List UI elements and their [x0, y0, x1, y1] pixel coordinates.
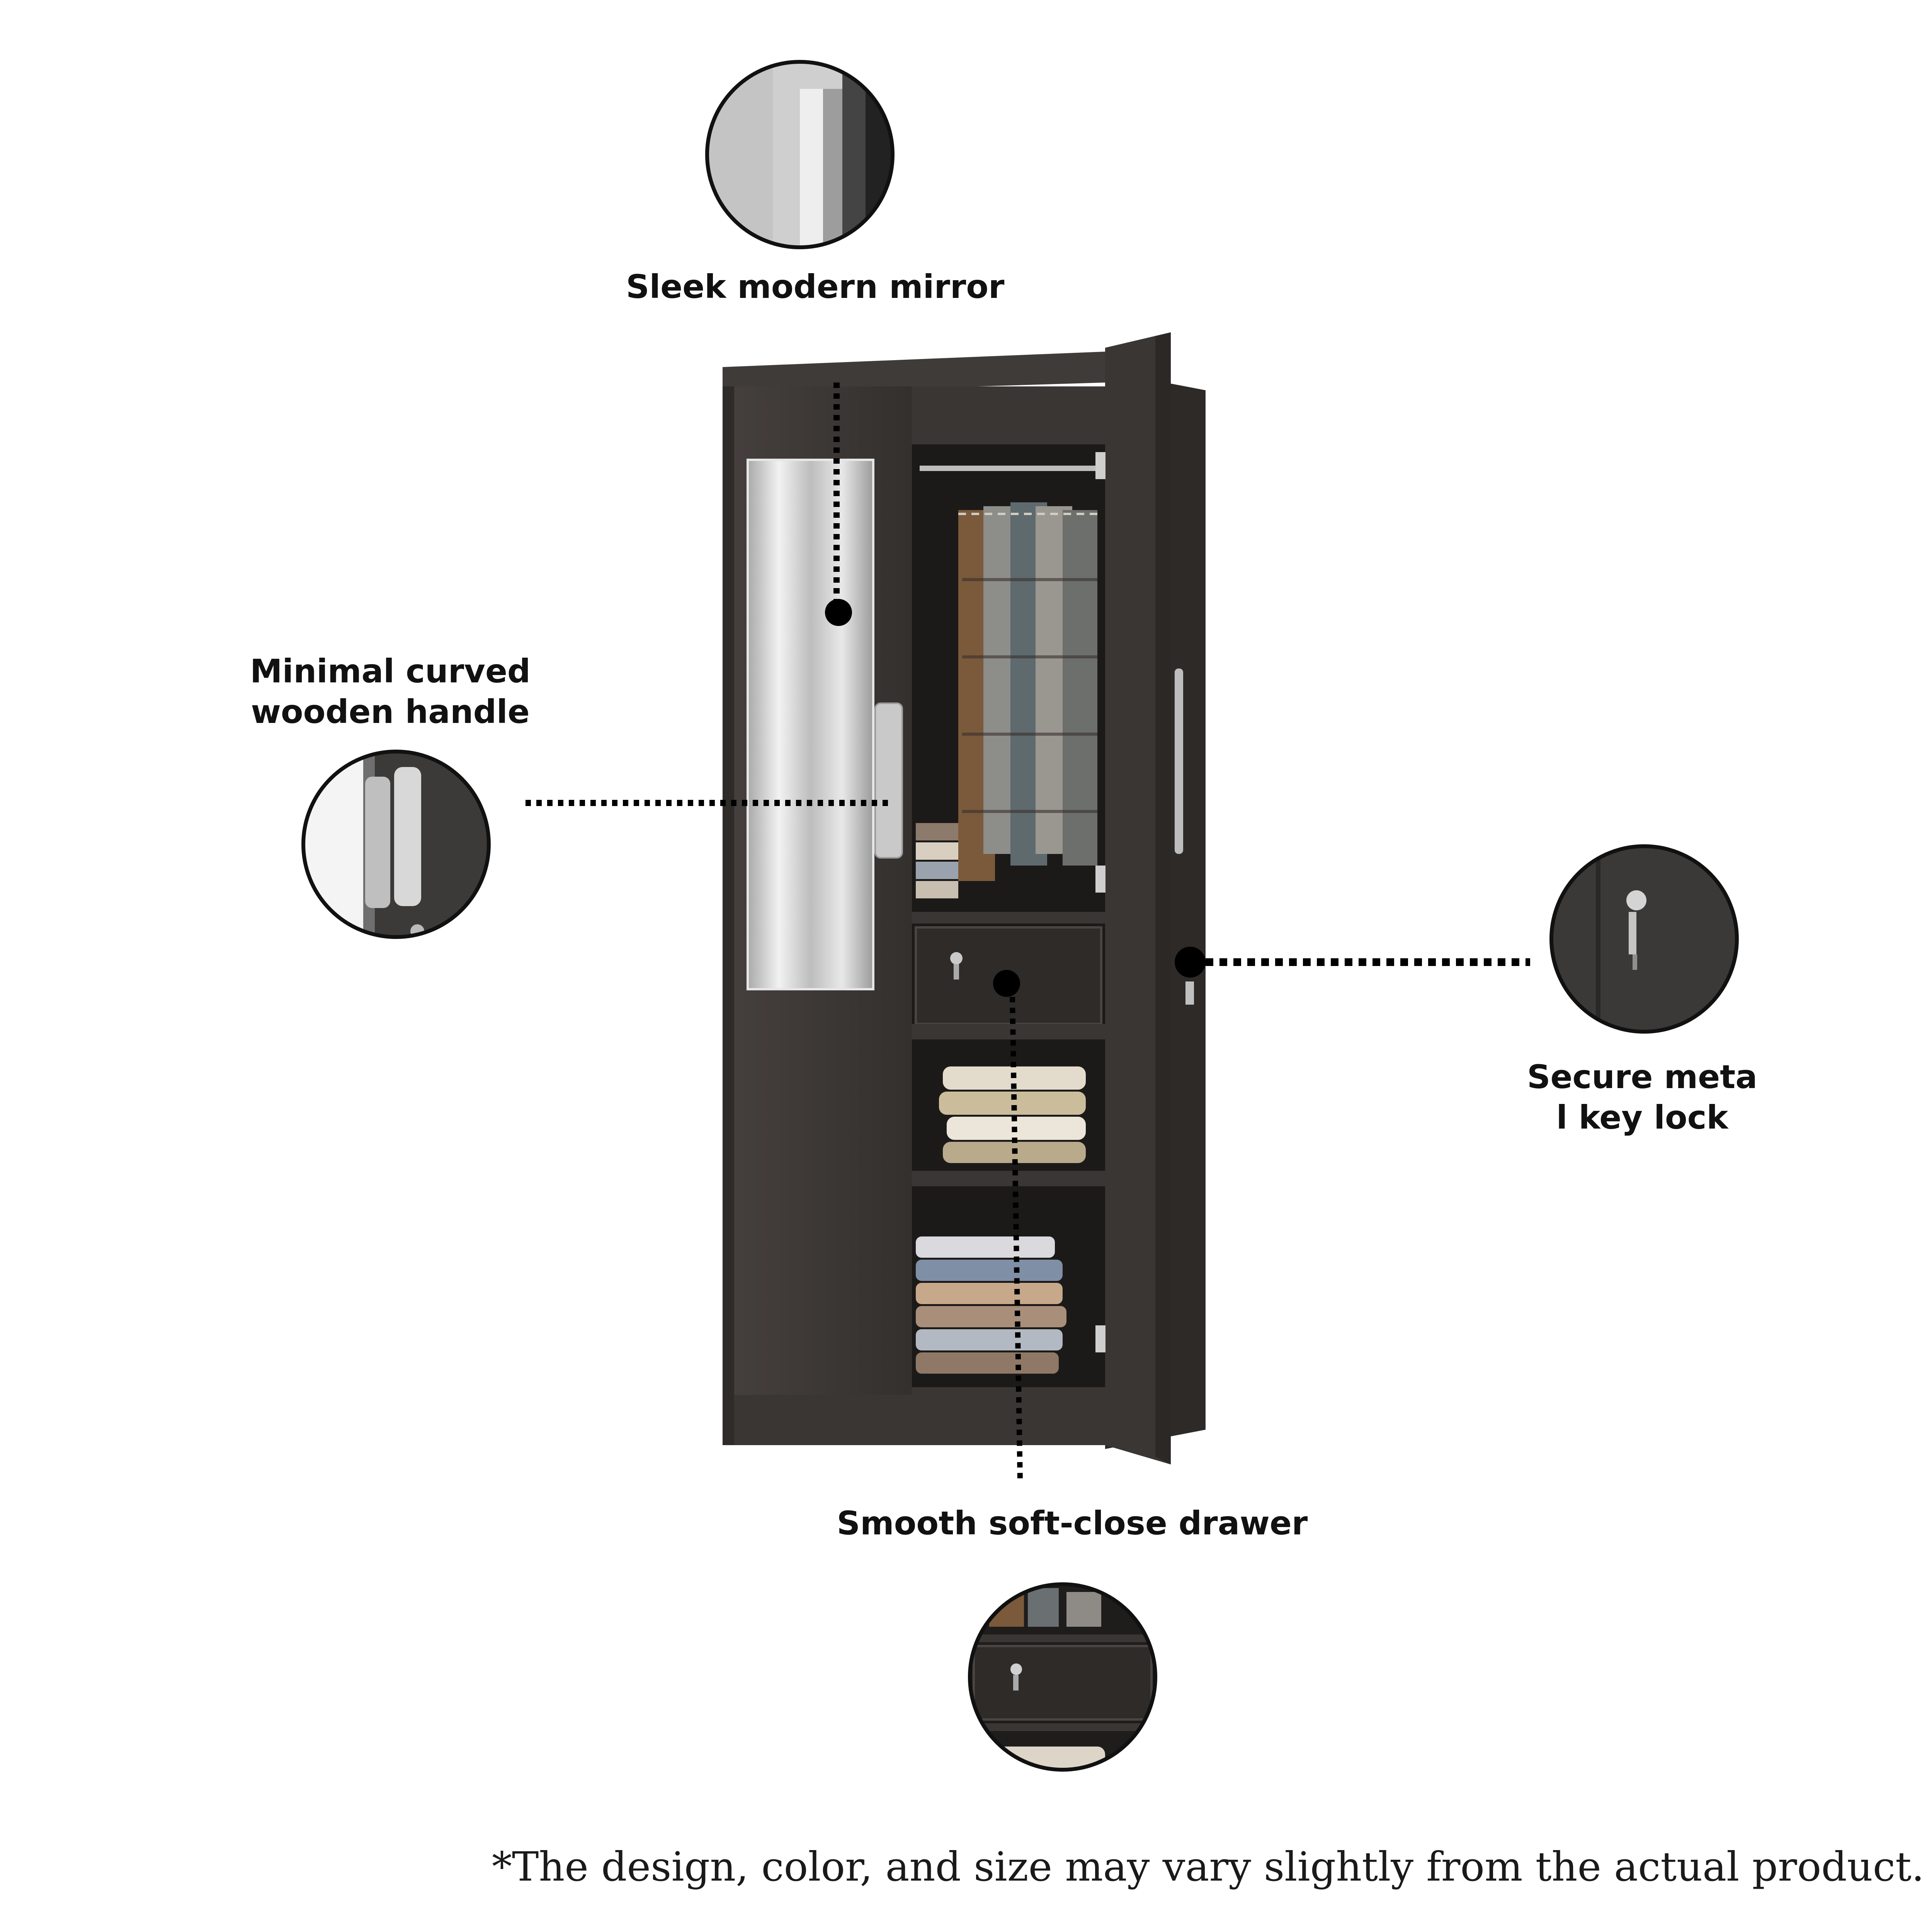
mirror-label-text: Sleek modern mirror	[626, 268, 1005, 306]
right-door-lock	[1185, 981, 1194, 1005]
drawer-dot	[993, 970, 1020, 997]
lock-label-line1: Secure meta	[1527, 1058, 1758, 1096]
left-side-panel	[723, 386, 734, 1445]
handle-label: Minimal curved wooden handle	[216, 651, 564, 732]
mirror-detail-circle	[705, 60, 895, 249]
drawer-label: Smooth soft-close drawer	[802, 1503, 1343, 1544]
hanging-clothes	[958, 502, 1097, 881]
folded-clothes-lower	[916, 1236, 1066, 1374]
wardrobe-base	[726, 1387, 1113, 1445]
leader-drawer	[993, 970, 1023, 1480]
hanging-rod	[920, 466, 1101, 471]
wardrobe-top	[723, 352, 1105, 394]
top-shelf	[912, 386, 1105, 444]
lock-label: Secure meta l key lock	[1468, 1057, 1816, 1138]
lock-detail-circle	[1549, 844, 1739, 1034]
lock-dot	[1175, 947, 1206, 978]
hinge-mid	[1095, 866, 1105, 893]
door-mirror	[747, 459, 874, 990]
hinge-bottom	[1095, 1325, 1105, 1352]
disclaimer-text: *The design, color, and size may vary sl…	[492, 1843, 1924, 1890]
mirror-label: Sleek modern mirror	[626, 267, 1005, 307]
right-door-open	[1105, 332, 1171, 1464]
hinge-top	[1095, 452, 1105, 479]
drawer-label-text: Smooth soft-close drawer	[837, 1504, 1308, 1542]
drawer-detail-circle	[968, 1582, 1157, 1772]
door-handle	[874, 702, 903, 859]
right-door-handle	[1175, 668, 1183, 854]
leader-mirror	[825, 383, 852, 626]
handle-detail-circle	[301, 750, 491, 939]
wardrobe	[723, 332, 1206, 1464]
drawer-key-lock	[950, 952, 963, 980]
leader-lock	[1175, 947, 1530, 978]
handle-label-line1: Minimal curved	[250, 652, 531, 690]
mirror-dot	[825, 599, 852, 626]
lower-shelf-1	[912, 1024, 1105, 1039]
lock-label-line2: l key lock	[1556, 1099, 1728, 1136]
folded-clothes-upper	[916, 823, 958, 898]
right-door-edge	[1155, 332, 1171, 1464]
lower-shelf-2	[912, 1171, 1105, 1186]
middle-shelf	[912, 912, 1105, 923]
handle-label-line2: wooden handle	[251, 693, 530, 731]
